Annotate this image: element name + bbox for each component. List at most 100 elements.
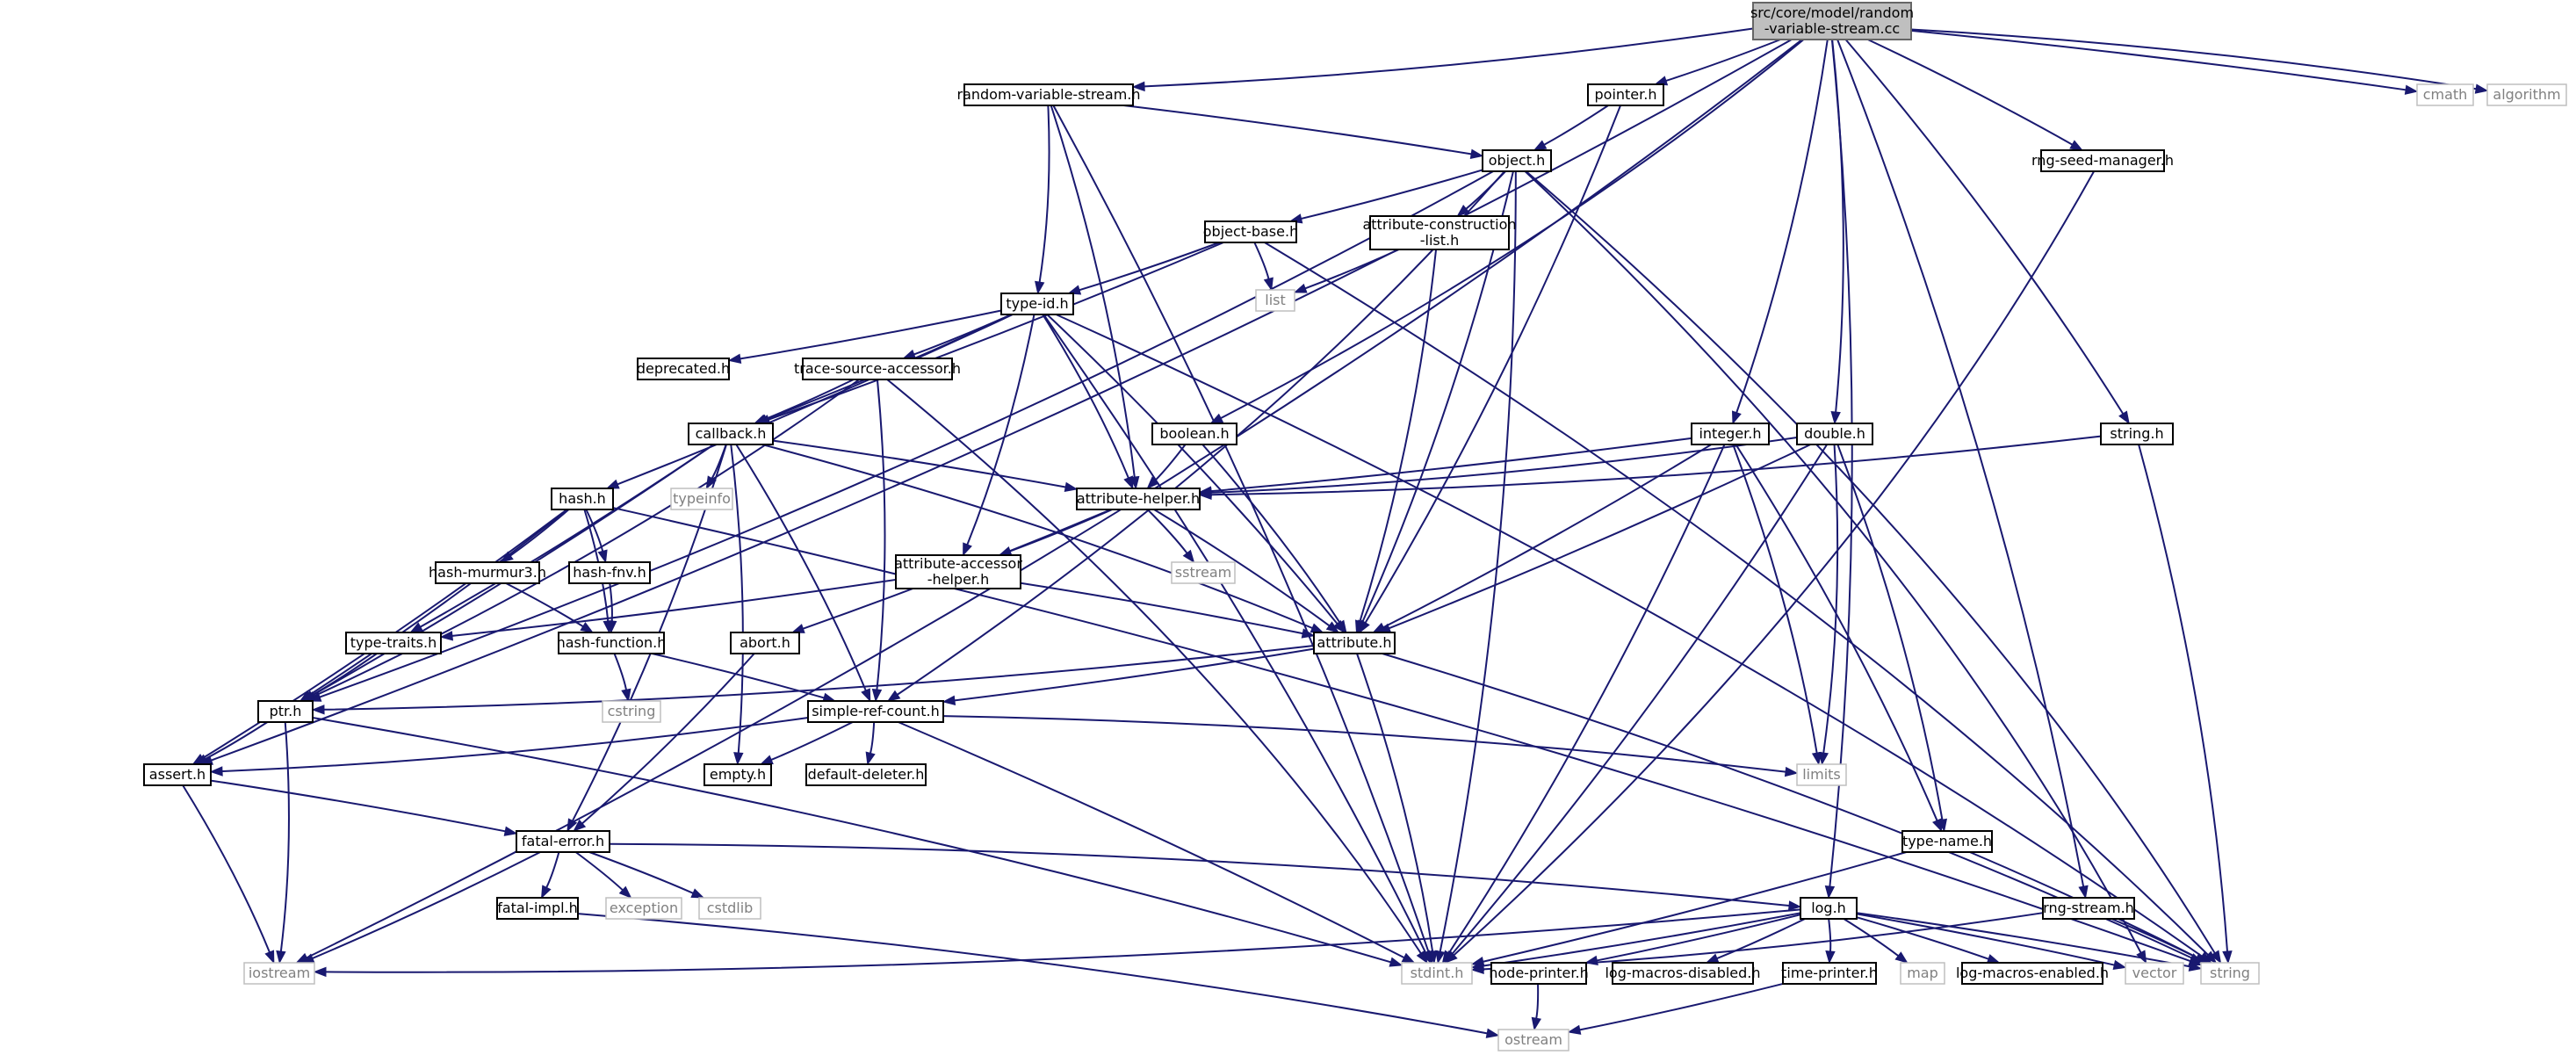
node-assert-h[interactable]: assert.h [143, 763, 212, 786]
edge-callback_h-to-typeinfo [705, 444, 727, 490]
node-box [551, 488, 614, 510]
node-box [143, 763, 212, 786]
edge-fatal_error-to-log_h [609, 842, 1802, 911]
edge-rvs_h-to-type_id_h [1035, 105, 1050, 295]
edge-hash_fnv-to-hash_function [606, 582, 617, 634]
edge-arrowhead [2188, 961, 2203, 972]
node-attribute-h[interactable]: attribute.h [1313, 632, 1396, 654]
edge-line [1079, 242, 1220, 292]
node-log-h[interactable]: log.h [1800, 897, 1858, 920]
node-box [1482, 149, 1552, 172]
edge-root-to-assert_h [199, 39, 1793, 765]
edge-line [1867, 39, 2073, 146]
edge-arrowhead [2112, 959, 2127, 971]
edge-arrowhead [2474, 83, 2489, 94]
edge-arrowhead [1389, 957, 1403, 967]
node-hash-murmur[interactable]: hash-murmur3.h [429, 561, 546, 584]
node-double-h[interactable]: double.h [1796, 423, 1873, 445]
edge-line [764, 379, 855, 421]
node-type-traits[interactable]: type-traits.h [345, 632, 442, 654]
edge-root-to-pointer_h [1654, 39, 1781, 86]
edge-assert_h-to-fatal_error [210, 779, 518, 836]
edge-line [1483, 851, 1907, 963]
edge-arrowhead [566, 818, 578, 833]
edge-ptr_h-to-iostream [276, 721, 290, 965]
edge-line [1210, 437, 1692, 493]
node-default-deleter[interactable]: default-deleter.h [805, 763, 927, 786]
node-label: sstream [1175, 564, 1231, 581]
node-hash-h[interactable]: hash.h [551, 488, 614, 510]
edge-line [1665, 39, 1781, 82]
node-rvs-h[interactable]: random-variable-stream.h [956, 83, 1141, 106]
edge-line [1210, 437, 1798, 494]
edge-arrowhead [790, 624, 805, 633]
node-type-name[interactable]: type-name.h [1901, 830, 1993, 853]
node-boolean-h[interactable]: boolean.h [1151, 423, 1237, 445]
edge-attribute_h-to-stdint [1356, 653, 1438, 965]
node-tsa-h[interactable]: trace-source-accessor.h [794, 358, 961, 380]
node-hash-function[interactable]: hash-function.h [557, 632, 667, 654]
node-integer-h[interactable]: integer.h [1691, 423, 1770, 445]
edge-arrowhead [580, 622, 595, 633]
edge-arrowhead [1444, 950, 1458, 964]
edge-arrowhead [311, 705, 325, 715]
node-map: map [1900, 962, 1945, 985]
node-label: iostream [249, 965, 310, 981]
file-nodes: src/core/model/random-variable-stream.cc… [143, 2, 2567, 1051]
node-label: attribute.h [1317, 634, 1391, 651]
node-abort-h[interactable]: abort.h [730, 632, 800, 654]
edge-line [205, 721, 269, 760]
node-deprecated-h[interactable]: deprecated.h [637, 358, 730, 380]
node-hash-fnv[interactable]: hash-fnv.h [568, 561, 651, 584]
node-empty-h[interactable]: empty.h [704, 763, 772, 786]
node-root[interactable]: src/core/model/random-variable-stream.cc [1750, 2, 1914, 40]
edge-fatal_error-to-cstdlib [588, 851, 705, 899]
edge-line [1382, 444, 1712, 629]
node-rng-seed[interactable]: rng-seed-manager.h [2031, 149, 2174, 172]
node-rng-stream[interactable]: rng-stream.h [2042, 897, 2135, 920]
node-object-h[interactable]: object.h [1482, 149, 1552, 172]
node-iostream: iostream [243, 962, 315, 985]
edge-line [1579, 982, 1784, 1031]
edge-boolean_h-to-attr_helper [1146, 444, 1187, 489]
node-label: pointer.h [1595, 86, 1657, 103]
node-callback-h[interactable]: callback.h [688, 423, 774, 445]
node-fatal-impl[interactable]: fatal-impl.h [496, 897, 579, 920]
node-label: cstdlib [707, 900, 754, 916]
node-fatal-error[interactable]: fatal-error.h [516, 830, 610, 853]
node-box [1497, 1029, 1569, 1051]
node-time-printer[interactable]: time-printer.h [1781, 962, 1878, 985]
node-pointer-h[interactable]: pointer.h [1587, 83, 1664, 106]
node-attr-acc[interactable]: attribute-accessor-helper.h [894, 554, 1022, 589]
node-type-id-h[interactable]: type-id.h [1000, 293, 1074, 315]
node-log-macros-dis[interactable]: log-macros-disabled.h [1605, 962, 1761, 985]
edge-root-to-rng_stream [1836, 39, 2089, 900]
node-string-h[interactable]: string.h [2100, 423, 2174, 445]
node-attr-helper[interactable]: attribute-helper.h [1076, 488, 1201, 510]
edge-arrowhead [942, 695, 956, 706]
node-box [704, 763, 772, 786]
edge-line [505, 582, 584, 627]
edge-double_h-to-limits [1818, 444, 1839, 766]
edge-line [1822, 444, 1839, 754]
edge-line [770, 721, 854, 761]
node-node-printer[interactable]: node-printer.h [1489, 962, 1589, 985]
node-label: simple-ref-count.h [812, 703, 940, 719]
edge-object_base_h-to-callback_h [756, 242, 1224, 424]
node-label: attribute-accessor [894, 555, 1022, 572]
edge-line [1910, 29, 2406, 91]
edge-line [1856, 916, 1989, 960]
edge-line [311, 653, 378, 697]
node-attr-cons[interactable]: attribute-construction-list.h [1362, 215, 1517, 250]
edge-line [2111, 918, 2197, 959]
node-ptr-h[interactable]: ptr.h [257, 700, 314, 723]
node-exception: exception [605, 897, 682, 920]
node-label: fatal-impl.h [497, 900, 578, 916]
node-object-base-h[interactable]: object-base.h [1203, 220, 1298, 243]
node-limits: limits [1796, 763, 1847, 786]
node-src-h[interactable]: simple-ref-count.h [807, 700, 944, 723]
node-log-macros-en[interactable]: log-macros-enabled.h [1956, 962, 2109, 985]
edge-log_h-to-map [1843, 918, 1909, 964]
edge-line [966, 314, 1035, 546]
edge-arrowhead [886, 690, 901, 702]
